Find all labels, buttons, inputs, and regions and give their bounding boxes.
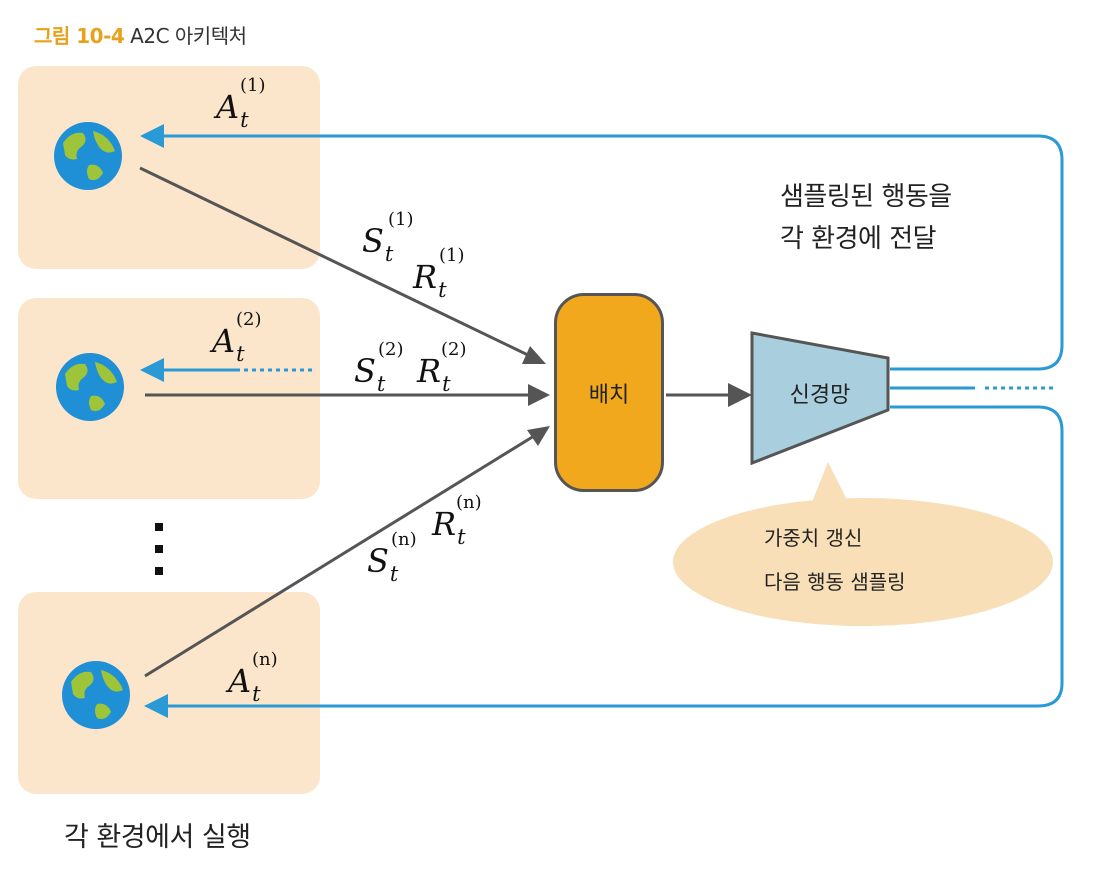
reward-label-2: Rt(2) [417,339,467,396]
neural-network-block [750,331,890,466]
state-label-2: St(2) [354,339,404,396]
action-label-2: At(2) [212,309,262,366]
state-arrow-n [144,426,550,678]
batch-to-network-arrow [666,383,752,407]
globe-icon [54,122,122,190]
ellipsis-dot [155,567,163,575]
dispatch-note-line-1: 샘플링된 행동을 [780,182,952,212]
action-arrow-n [164,405,1064,708]
reward-label-n: Rt(n) [432,492,482,549]
action-label-n: At(n) [228,649,278,706]
state-arrow-1 [139,166,546,364]
action-arrow-2 [140,358,1055,390]
state-label-n: St(n) [367,529,417,586]
bubble-tail [812,462,848,502]
ellipsis-dot [155,545,163,553]
globe-icon [56,353,124,421]
action-arrow-1 [160,134,1064,371]
action-label-1: At(1) [216,75,266,132]
environments-label: 각 환경에서 실행 [64,822,251,853]
state-arrow-2 [145,384,550,406]
bubble-line-1: 가중치 갱신 [764,526,863,550]
state-label-1: St(1) [362,209,414,266]
action-arrowhead-n [144,694,168,718]
action-arrowhead-1 [140,124,164,148]
globe-icon [62,661,130,729]
network-label: 신경망 [789,383,851,408]
figure-title: A2C 아키텍처 [130,24,247,48]
batch-label: 배치 [588,383,630,408]
bubble-line-2: 다음 행동 샘플링 [764,570,906,594]
figure-number: 그림 10-4 [34,24,125,48]
dispatch-note-line-2: 각 환경에 전달 [780,224,937,254]
batch-block [554,293,664,492]
ellipsis-dot [155,523,163,531]
reward-label-1: Rt(1) [413,245,465,302]
update-bubble [673,498,1053,626]
figure-caption: 그림 10-4 A2C 아키텍처 [34,20,247,49]
